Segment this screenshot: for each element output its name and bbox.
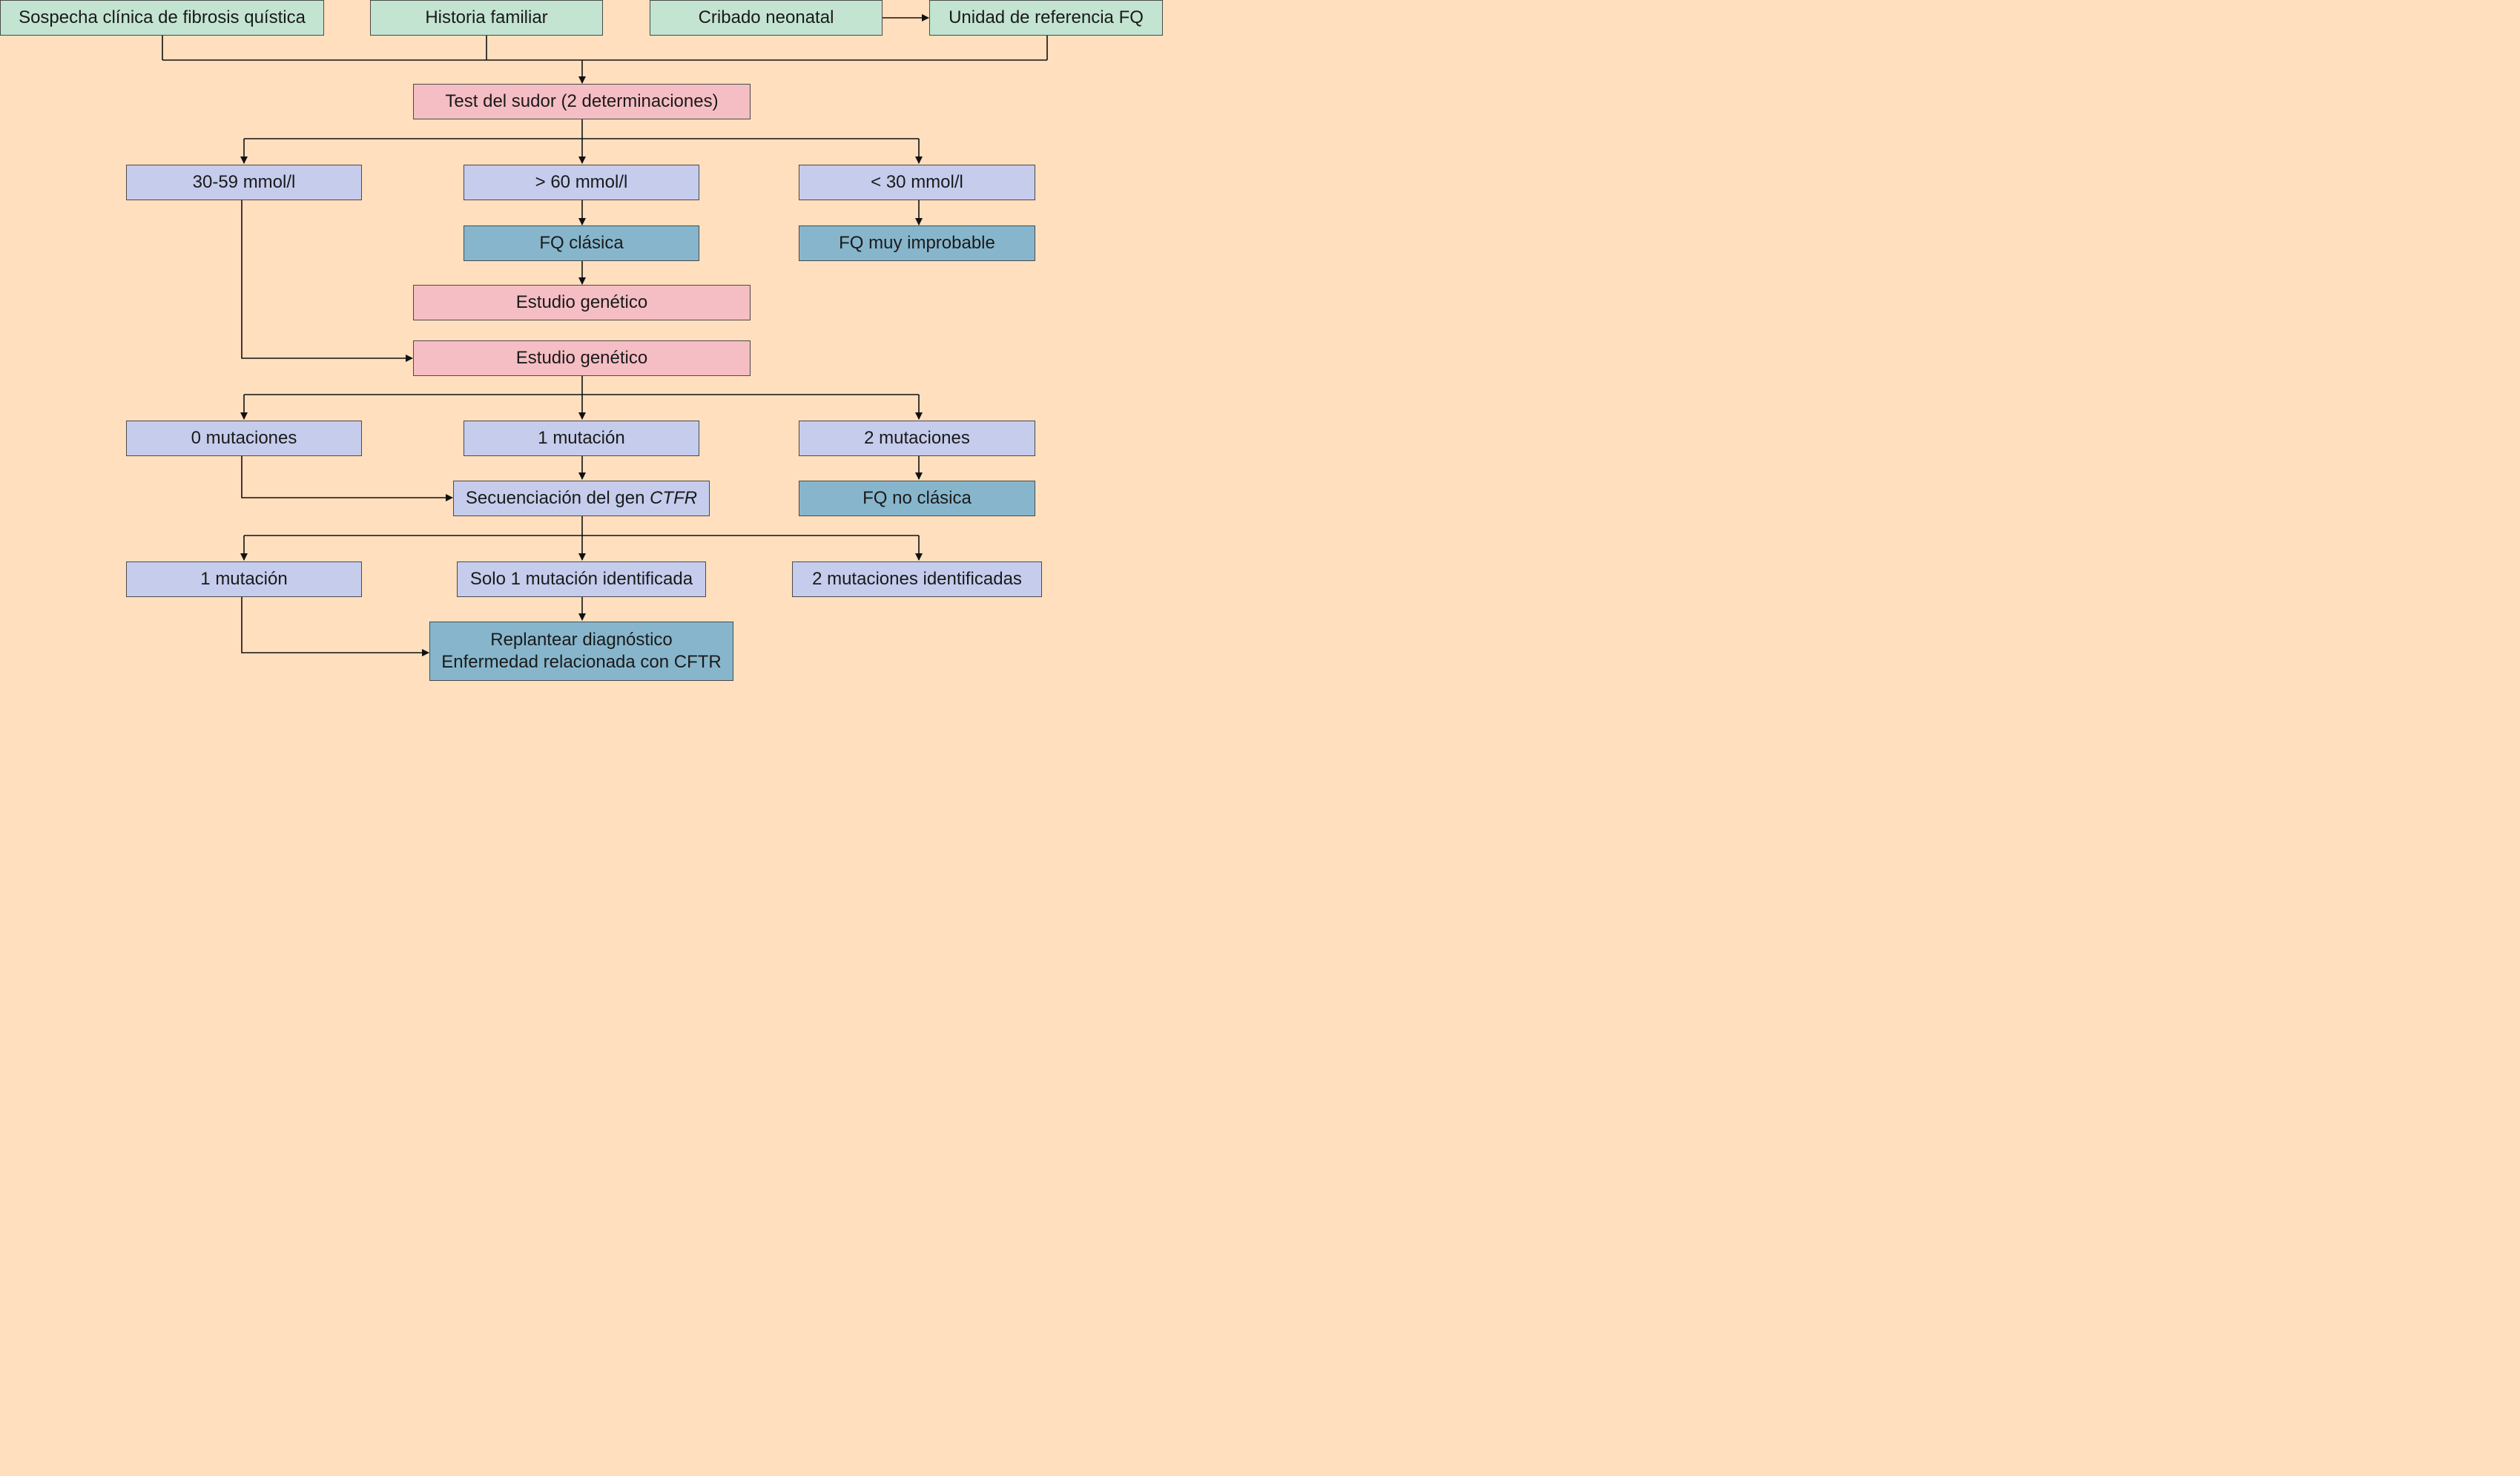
node-sospecha-clinica: Sospecha clínica de fibrosis quística — [0, 0, 324, 36]
node-unidad-referencia: Unidad de referencia FQ — [929, 0, 1163, 36]
node-fq-no-clasica: FQ no clásica — [799, 481, 1035, 516]
node-1-mutacion: 1 mutación — [464, 421, 699, 456]
node-1-mutacion-b: 1 mutación — [126, 561, 362, 597]
node-range-gt60: > 60 mmol/l — [464, 165, 699, 200]
edge-mut0-secuenciacion — [241, 455, 453, 501]
node-2-mutaciones-identificadas: 2 mutaciones identificadas — [792, 561, 1042, 597]
node-test-sudor-label: Test del sudor (2 determinaciones) — [445, 91, 719, 111]
node-solo-1-mutacion: Solo 1 mutación identificada — [457, 561, 706, 597]
node-fq-clasica-label: FQ clásica — [539, 233, 624, 253]
node-cribado-neonatal-label: Cribado neonatal — [698, 7, 834, 27]
node-sospecha-clinica-label: Sospecha clínica de fibrosis quística — [19, 7, 306, 27]
node-fq-no-clasica-label: FQ no clásica — [862, 488, 972, 508]
node-historia-familiar-label: Historia familiar — [425, 7, 548, 27]
node-2-mutaciones: 2 mutaciones — [799, 421, 1035, 456]
node-0-mutaciones-label: 0 mutaciones — [191, 428, 297, 448]
node-range-lt30-label: < 30 mmol/l — [871, 172, 963, 192]
node-2-mutaciones-identificadas-label: 2 mutaciones identificadas — [812, 569, 1022, 589]
node-secuenciacion-label: Secuenciación del gen CTFR — [466, 487, 697, 510]
node-estudio-genetico-1-label: Estudio genético — [515, 292, 648, 312]
node-1-mutacion-label: 1 mutación — [538, 428, 625, 448]
node-unidad-referencia-label: Unidad de referencia FQ — [949, 7, 1144, 27]
node-historia-familiar: Historia familiar — [370, 0, 603, 36]
node-range-30-59-label: 30-59 mmol/l — [192, 172, 296, 192]
node-replantear-diagnostico: Replantear diagnóstico Enfermedad relaci… — [429, 622, 733, 681]
node-estudio-genetico-1: Estudio genético — [413, 285, 751, 320]
node-cribado-neonatal: Cribado neonatal — [650, 0, 883, 36]
node-2-mutaciones-label: 2 mutaciones — [864, 428, 970, 448]
connector-layer — [162, 14, 1048, 656]
node-replantear-lines: Replantear diagnóstico Enfermedad relaci… — [441, 629, 722, 673]
node-0-mutaciones: 0 mutaciones — [126, 421, 362, 456]
node-estudio-genetico-2-label: Estudio genético — [515, 348, 648, 368]
node-replantear-line2: Enfermedad relacionada con CFTR — [441, 652, 722, 672]
node-estudio-genetico-2: Estudio genético — [413, 340, 751, 376]
edge-mut1b-replantear — [241, 597, 429, 656]
node-fq-clasica: FQ clásica — [464, 225, 699, 261]
node-range-gt60-label: > 60 mmol/l — [535, 172, 628, 192]
node-range-lt30: < 30 mmol/l — [799, 165, 1035, 200]
node-1-mutacion-b-label: 1 mutación — [200, 569, 288, 589]
node-test-sudor: Test del sudor (2 determinaciones) — [413, 84, 751, 119]
node-fq-muy-improbable-label: FQ muy improbable — [839, 233, 995, 253]
edge-30-59-estudio — [241, 200, 413, 362]
node-replantear-line1: Replantear diagnóstico — [490, 630, 673, 650]
node-secuenciacion-prefix: Secuenciación del gen — [465, 488, 650, 508]
node-secuenciacion-gene: CTFR — [650, 488, 698, 508]
node-range-30-59: 30-59 mmol/l — [126, 165, 362, 200]
node-secuenciacion: Secuenciación del gen CTFR — [453, 481, 710, 516]
node-fq-muy-improbable: FQ muy improbable — [799, 225, 1035, 261]
node-solo-1-mutacion-label: Solo 1 mutación identificada — [469, 569, 693, 589]
